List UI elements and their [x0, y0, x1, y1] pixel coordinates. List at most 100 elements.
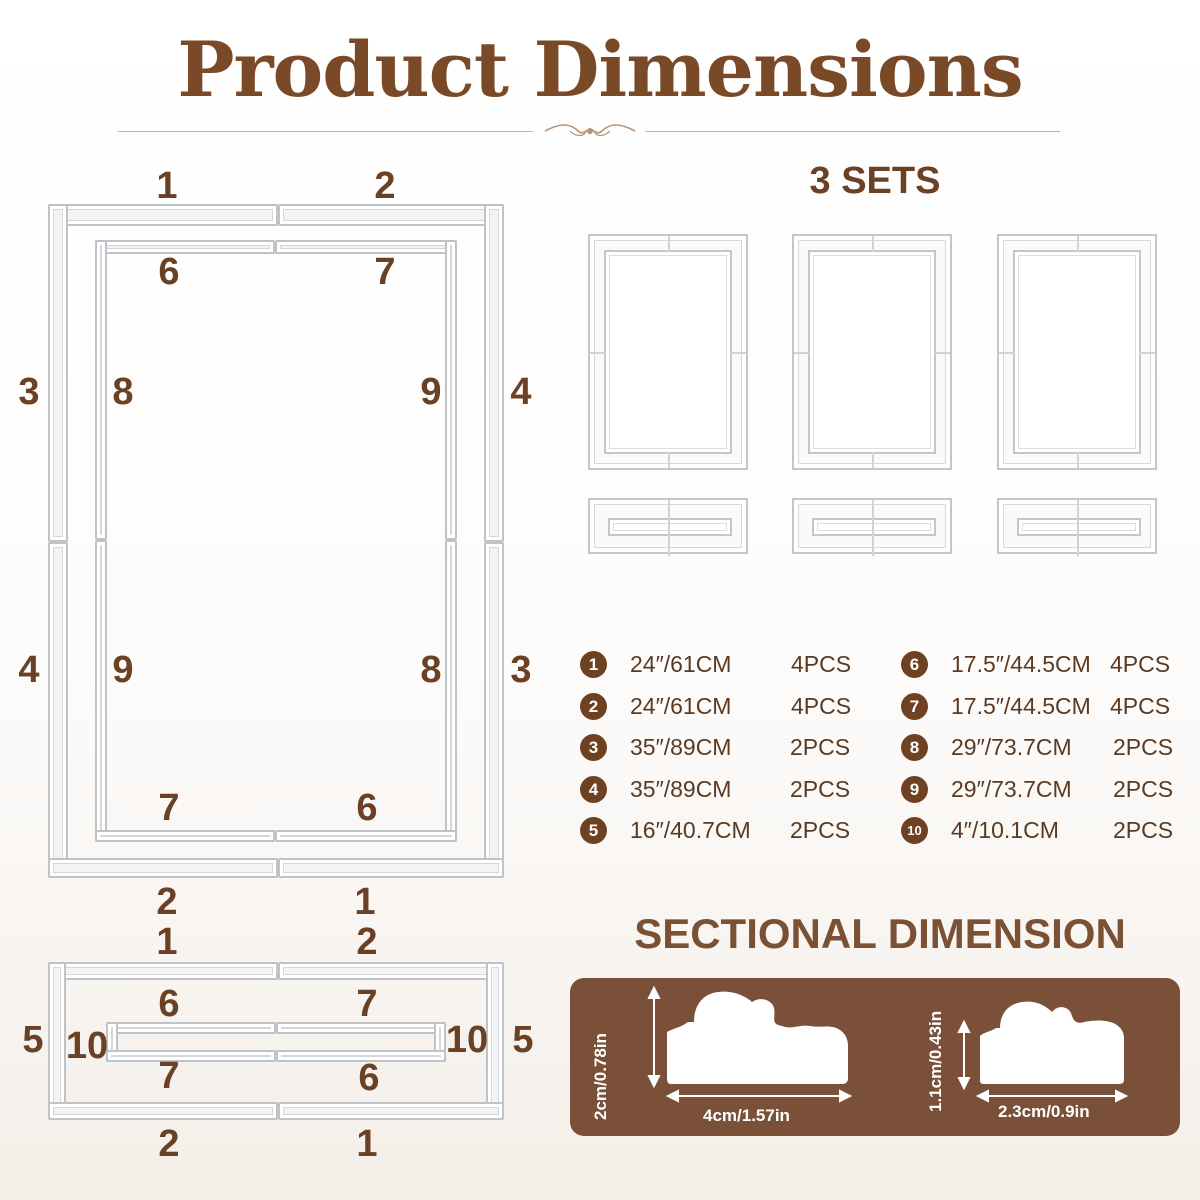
label-inner-left-lower: 9	[112, 649, 134, 691]
part-size: 29″/73.7CM	[951, 734, 1072, 760]
small-piece-6-bottom	[276, 1050, 446, 1062]
small-dimension-arrows	[957, 1019, 1129, 1103]
part-qty: 4PCS	[1110, 651, 1171, 677]
seam	[794, 352, 810, 354]
part-qty: 2PCS	[1113, 817, 1174, 843]
piece-7-bottom	[95, 830, 275, 842]
set-3-tall-inner	[1013, 250, 1141, 454]
piece-4-right	[484, 204, 504, 542]
piece-3-right	[484, 542, 504, 878]
part-number-badge: 5	[580, 817, 607, 844]
label-inner-top-right: 7	[374, 251, 396, 293]
label-top-right: 2	[374, 165, 396, 207]
part-number-badge: 7	[901, 693, 928, 720]
ornament-icon	[544, 124, 636, 137]
part-size: 17.5″/44.5CM	[951, 693, 1091, 719]
seam	[590, 352, 606, 354]
label-inner-bottom-right: 6	[356, 787, 378, 829]
part-qty: 4PCS	[1110, 693, 1171, 719]
set-1-short-inner	[608, 518, 732, 536]
piece-9-left	[95, 540, 107, 842]
piece-4-left	[48, 542, 68, 878]
section-profiles-graphic	[647, 985, 1129, 1103]
piece-8-left	[95, 240, 107, 540]
part-qty: 4PCS	[791, 693, 852, 719]
small-label-inner-left: 10	[65, 1025, 109, 1067]
label-top-left: 1	[156, 165, 178, 207]
set-3-tall-panel	[997, 234, 1157, 470]
small-width-label: 2.3cm/0.9in	[998, 1102, 1090, 1121]
set-1-tall-panel	[588, 234, 748, 470]
title-divider-right	[645, 131, 1060, 132]
part-size: 16″/40.7CM	[630, 817, 751, 843]
set-1-tall-inner	[604, 250, 732, 454]
small-label-inner-bottom-right: 6	[358, 1057, 380, 1099]
label-bottom-right: 1	[354, 881, 376, 923]
set-2-short-inner	[812, 518, 936, 536]
part-number-badge: 4	[580, 776, 607, 803]
part-qty: 2PCS	[790, 817, 851, 843]
part-qty: 4PCS	[791, 651, 852, 677]
part-number-badge: 2	[580, 693, 607, 720]
seam	[668, 500, 670, 556]
part-size: 29″/73.7CM	[951, 776, 1072, 802]
small-label-inner-top-right: 7	[356, 983, 378, 1025]
part-size: 24″/61CM	[630, 693, 732, 719]
seam	[934, 352, 950, 354]
set-2-tall-inner	[808, 250, 936, 454]
seam	[1077, 452, 1079, 468]
small-label-top-right: 2	[356, 921, 378, 963]
label-right-upper: 4	[510, 371, 532, 413]
piece-8-right	[445, 540, 457, 842]
label-left-upper: 3	[18, 371, 40, 413]
large-height-label: 2cm/0.78in	[591, 1033, 610, 1120]
small-piece-7-bottom	[106, 1050, 276, 1062]
label-bottom-left: 2	[156, 881, 178, 923]
set-1-short-panel	[588, 498, 748, 556]
seam	[668, 236, 670, 252]
seam	[668, 452, 670, 468]
seam	[1139, 352, 1155, 354]
part-number-badge: 9	[901, 776, 928, 803]
part-number-badge: 8	[901, 734, 928, 761]
part-size: 17.5″/44.5CM	[951, 651, 1091, 677]
seam	[999, 352, 1015, 354]
part-qty: 2PCS	[1113, 734, 1174, 760]
small-label-inner-right: 10	[445, 1019, 489, 1061]
part-qty: 2PCS	[790, 776, 851, 802]
label-right-lower: 3	[510, 649, 532, 691]
part-number-badge: 6	[901, 651, 928, 678]
set-3-short-inner	[1017, 518, 1141, 536]
seam	[1077, 500, 1079, 556]
small-profile-shape	[980, 1001, 1124, 1084]
piece-1-top	[48, 204, 278, 226]
small-piece-1-bottom	[278, 1102, 504, 1120]
piece-2-top	[278, 204, 504, 226]
part-size: 24″/61CM	[630, 651, 732, 677]
large-profile-shape	[667, 991, 848, 1084]
piece-3-left	[48, 204, 68, 542]
seam	[872, 500, 874, 556]
label-inner-right-lower: 8	[420, 649, 442, 691]
seam	[872, 236, 874, 252]
label-inner-top-left: 6	[158, 251, 180, 293]
part-qty: 2PCS	[1113, 776, 1174, 802]
large-dimension-arrows	[647, 985, 853, 1103]
part-size: 35″/89CM	[630, 734, 732, 760]
seam	[1077, 236, 1079, 252]
page-title: Product Dimensions	[177, 25, 1023, 114]
part-number-badge: 1	[580, 651, 607, 678]
seam	[730, 352, 746, 354]
small-piece-1-top	[48, 962, 278, 980]
small-label-inner-bottom-left: 7	[158, 1055, 180, 1097]
label-inner-right-upper: 9	[420, 371, 442, 413]
part-size: 4″/10.1CM	[951, 817, 1059, 843]
small-label-top-left: 1	[156, 921, 178, 963]
piece-1-bottom	[278, 858, 504, 878]
sectional-title: SECTIONAL DIMENSION	[634, 910, 1126, 957]
set-3-short-panel	[997, 498, 1157, 556]
small-label-inner-top-left: 6	[158, 983, 180, 1025]
piece-9-right	[445, 240, 457, 540]
piece-6-bottom	[275, 830, 457, 842]
part-number-badge: 10	[901, 817, 928, 844]
